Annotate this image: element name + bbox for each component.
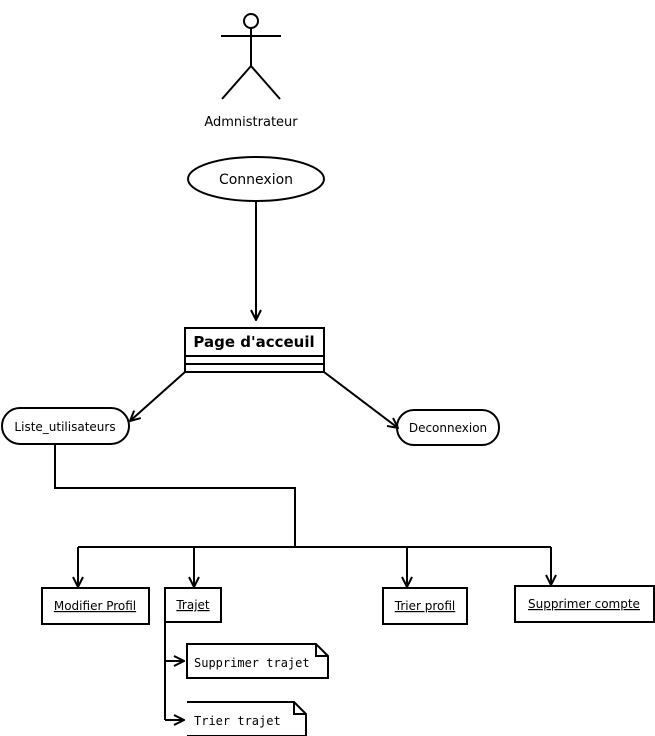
trajet-label: Trajet xyxy=(175,598,210,612)
actor-label: Admnistrateur xyxy=(204,115,298,130)
trier-trajet-node xyxy=(187,701,307,736)
connexion-label: Connexion xyxy=(219,172,293,188)
modifier-profil-node xyxy=(41,587,150,625)
actor-figure xyxy=(221,13,281,100)
page-accueil-node xyxy=(184,327,325,373)
trier-profil-node xyxy=(382,587,468,625)
edge-liste-branch xyxy=(54,444,296,547)
edge-accueil-deconnexion xyxy=(323,371,398,428)
deconnexion-label: Deconnexion xyxy=(409,421,487,435)
supprimer-trajet-label: Supprimer trajet xyxy=(194,656,310,670)
supprimer-trajet-node xyxy=(186,643,329,679)
liste-utilisateurs-node xyxy=(1,407,130,445)
page-accueil-label: Page d'acceuil xyxy=(193,333,314,351)
modifier-profil-label: Modifier Profil xyxy=(54,599,136,613)
trier-profil-label: Trier profil xyxy=(394,599,456,613)
supprimer-compte-node xyxy=(514,585,655,623)
trajet-node xyxy=(164,587,222,623)
deconnexion-node xyxy=(396,409,500,446)
trier-trajet-label: Trier trajet xyxy=(194,714,281,728)
liste-utilisateurs-label: Liste_utilisateurs xyxy=(14,420,115,434)
supprimer-compte-label: Supprimer compte xyxy=(528,597,640,611)
edge-accueil-liste xyxy=(130,371,186,421)
